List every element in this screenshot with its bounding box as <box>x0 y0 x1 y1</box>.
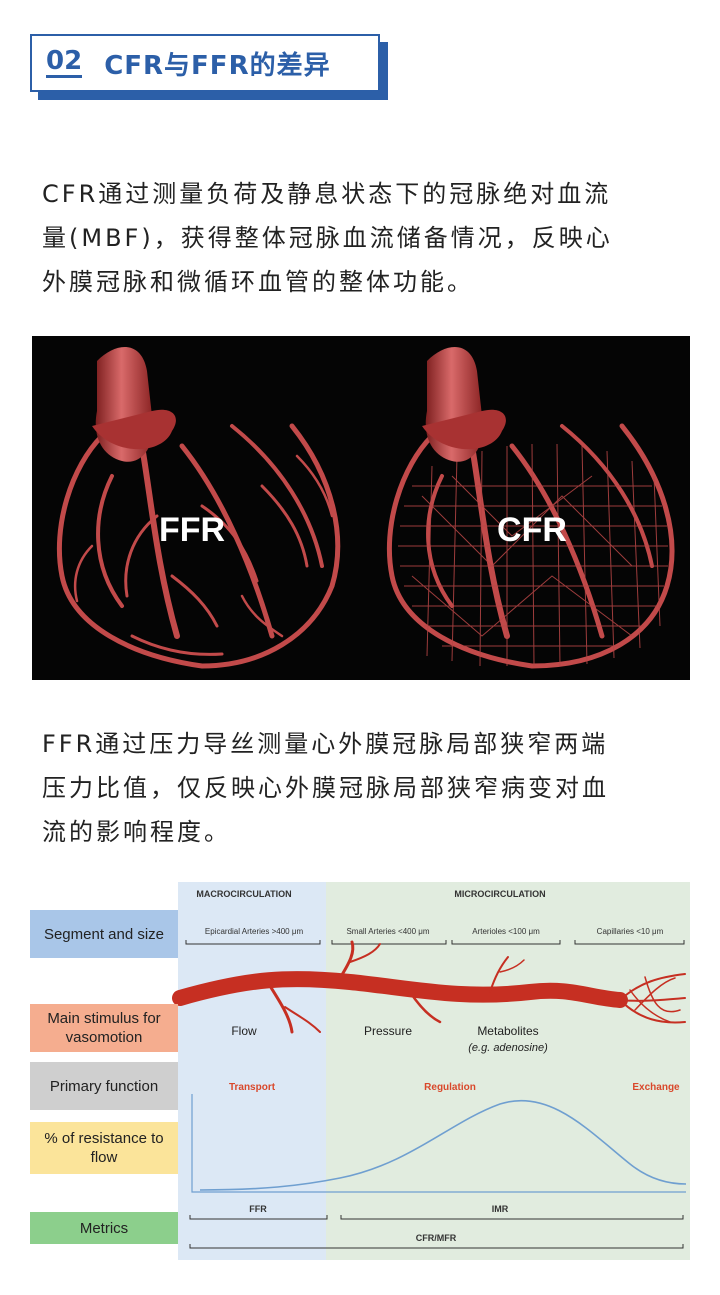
stimulus-metabolites: Metabolites <box>477 1024 538 1038</box>
cfr-description: CFR通过测量负荷及静息状态下的冠脉绝对血流 量(MBF)，获得整体冠脉血流储备… <box>42 172 682 304</box>
macro-region-label: MACROCIRCULATION <box>196 889 291 899</box>
micro-region-label: MICROCIRCULATION <box>454 889 545 899</box>
metric-ffr: FFR <box>249 1204 267 1214</box>
ffr-heart-label: FFR <box>159 511 225 549</box>
metric-imr: IMR <box>492 1204 509 1214</box>
resistance-curve <box>199 1099 687 1191</box>
row-label-resistance: % of resistance to flow <box>30 1122 178 1174</box>
heart-illustrations: FFR CFR <box>56 347 675 669</box>
row-label-function: Primary function <box>30 1062 178 1110</box>
section-header: 02 CFR与FFR的差异 <box>30 34 380 92</box>
cfr-heart-label: CFR <box>497 511 567 549</box>
circulation-diagram: MACROCIRCULATION MICROCIRCULATION Epicar… <box>172 882 690 1260</box>
section-title: CFR与FFR的差异 <box>104 50 331 81</box>
segment-capillaries: Capillaries <10 μm <box>597 927 664 936</box>
heart-comparison-image: FFR CFR <box>32 336 690 680</box>
resistance-axes <box>191 1094 686 1193</box>
section-number: 02 <box>46 47 83 79</box>
segment-small-arteries: Small Arteries <400 μm <box>346 927 429 936</box>
ffr-description: FFR通过压力导丝测量心外膜冠脉局部狭窄两端 压力比值，仅反映心外膜冠脉局部狭窄… <box>42 722 682 854</box>
row-label-stimulus: Main stimulus for vasomotion <box>30 1004 178 1052</box>
stimulus-metabolites-example: (e.g. adenosine) <box>468 1042 548 1054</box>
cfr-description-line-1: CFR通过测量负荷及静息状态下的冠脉绝对血流 <box>42 180 612 208</box>
micro-region-bg <box>326 882 690 1260</box>
cfr-microvasculature <box>398 443 668 667</box>
stimulus-flow: Flow <box>231 1024 257 1038</box>
function-regulation: Regulation <box>424 1082 476 1093</box>
circulation-figure: MACROCIRCULATION MICROCIRCULATION Epicar… <box>30 882 694 1262</box>
function-exchange: Exchange <box>632 1082 680 1093</box>
function-transport: Transport <box>229 1082 276 1093</box>
segment-epicardial: Epicardial Arteries >400 μm <box>205 927 304 936</box>
cfr-description-line-3: 外膜冠脉和微循环血管的整体功能。 <box>42 268 474 296</box>
cfr-heart <box>386 423 675 669</box>
ffr-description-line-1: FFR通过压力导丝测量心外膜冠脉局部狭窄两端 <box>42 730 609 758</box>
segment-arterioles: Arterioles <100 μm <box>472 927 540 936</box>
vessel-illustration <box>172 940 686 1034</box>
row-label-segment: Segment and size <box>30 910 178 958</box>
macro-region-bg <box>178 882 326 1260</box>
stimulus-pressure: Pressure <box>364 1024 412 1038</box>
cfr-description-line-2: 量(MBF)，获得整体冠脉血流储备情况，反映心 <box>42 224 613 252</box>
ffr-heart <box>56 423 341 669</box>
metric-cfr-mfr: CFR/MFR <box>416 1233 457 1243</box>
row-label-metrics: Metrics <box>30 1212 178 1244</box>
ffr-description-line-2: 压力比值，仅反映心外膜冠脉局部狭窄病变对血 <box>42 774 609 802</box>
ffr-description-line-3: 流的影响程度。 <box>42 818 231 846</box>
